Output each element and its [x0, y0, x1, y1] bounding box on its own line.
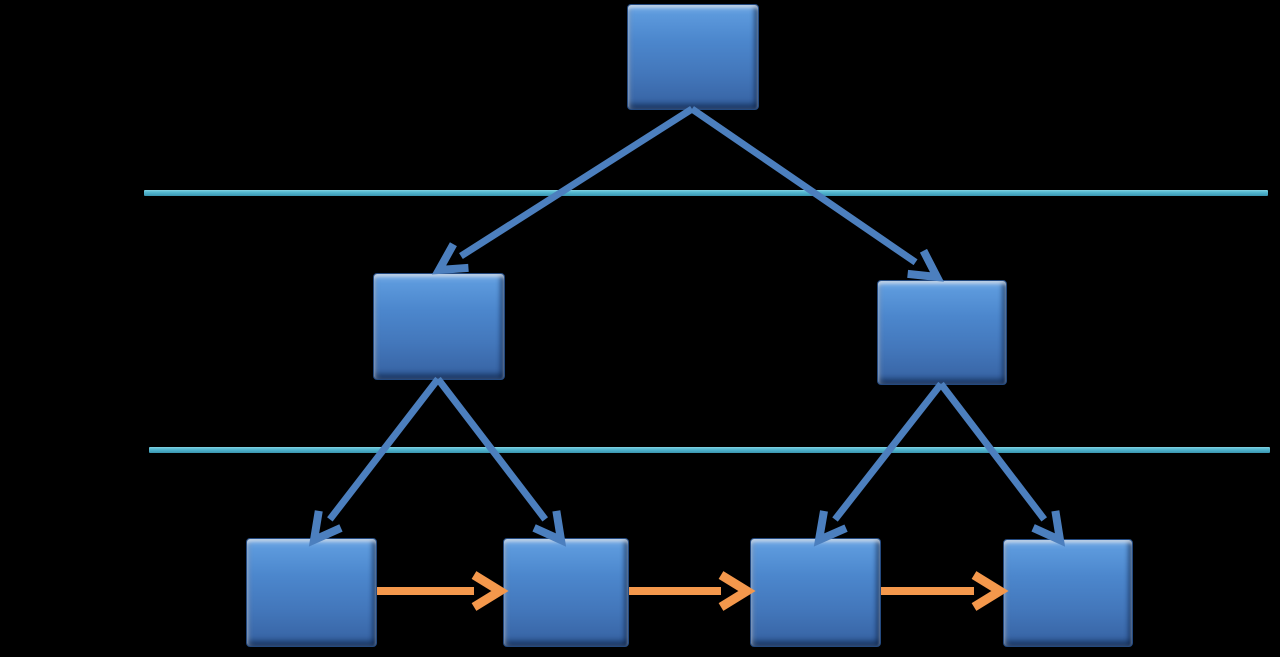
tree-node-leaf-2 [503, 538, 629, 647]
tree-node-leaf-3 [750, 538, 881, 647]
tree-node-leaf-4 [1003, 539, 1133, 647]
level-separator-2 [149, 447, 1270, 453]
tree-edge-root-to-branch-right [690, 106, 944, 282]
tree-edge-root-to-branch-left [431, 106, 694, 275]
level-separator-1 [144, 190, 1268, 196]
tree-node-branch-right [877, 280, 1007, 385]
tree-node-branch-left [373, 273, 505, 380]
tree-node-leaf-1 [246, 538, 377, 647]
tree-node-root [627, 4, 759, 110]
